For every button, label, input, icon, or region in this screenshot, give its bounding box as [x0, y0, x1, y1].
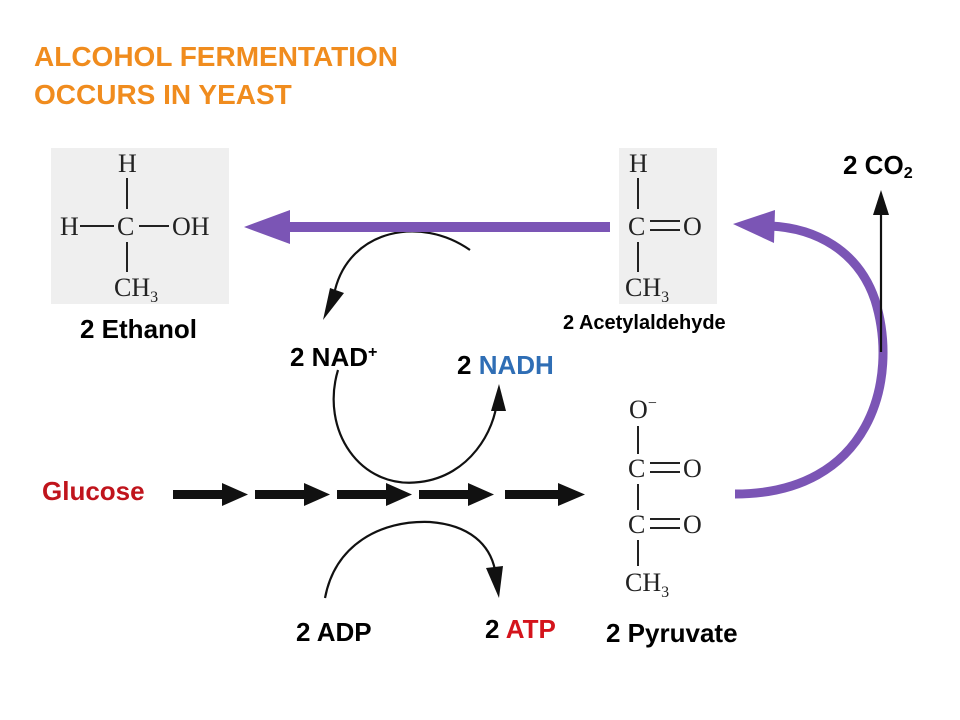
- nad-arrowhead: [323, 288, 344, 320]
- atp-label: 2 ATP: [485, 614, 556, 644]
- nadh-label: 2 NADH: [457, 350, 554, 380]
- co2-release-arrow: [873, 190, 889, 352]
- acetylaldehyde-label: 2 Acetylaldehyde: [563, 312, 726, 334]
- pyruvate-oxide: O−: [629, 395, 657, 424]
- pyruvate-methyl: CH3: [625, 568, 669, 601]
- ethanol-label: 2 Ethanol: [80, 314, 198, 344]
- glucose-arrow-chain: [173, 483, 585, 506]
- ethanol-oh: OH: [172, 212, 210, 241]
- glucose-arrow-2: [255, 483, 330, 506]
- ethanol-carbon: C: [117, 212, 134, 241]
- glucose-arrow-5: [505, 483, 585, 506]
- atp-arrowhead: [486, 566, 503, 598]
- ethanol-left-h: H: [60, 212, 79, 241]
- pyruvate-label: 2 Pyruvate: [606, 618, 738, 648]
- co2-label: 2 CO2: [843, 150, 913, 182]
- acetylaldehyde-to-ethanol-arrow: [244, 210, 610, 244]
- nad-nadh-cycle: [323, 230, 506, 484]
- acetylaldehyde-methyl: CH3: [625, 273, 669, 306]
- pyruvate-oxygen-2: O: [683, 510, 702, 539]
- pyruvate-to-acetylaldehyde-arrow: [733, 210, 888, 499]
- adp-label: 2 ADP: [296, 617, 372, 647]
- pyruvate-oxygen-1: O: [683, 454, 702, 483]
- page-title: ALCOHOL FERMENTATION OCCURS IN YEAST: [34, 38, 398, 114]
- glucose-arrow-1: [173, 483, 248, 506]
- acetylaldehyde-oxygen: O: [683, 212, 702, 241]
- title-line-2: OCCURS IN YEAST: [34, 79, 292, 110]
- pyruvate-structure: O− C O C O CH3: [625, 395, 702, 601]
- nadh-arrowhead: [491, 384, 506, 411]
- glucose-arrow-3: [337, 483, 412, 506]
- nad-label: 2 NAD+: [290, 342, 378, 372]
- ethanol-methyl: CH3: [114, 273, 158, 306]
- nadh-to-nad-arc: [333, 230, 471, 291]
- adp-to-atp-curve: [323, 520, 497, 599]
- adp-atp-arc: [323, 520, 503, 599]
- title-line-1: ALCOHOL FERMENTATION: [34, 41, 398, 72]
- ethanol-structure: H H C OH CH3: [60, 149, 210, 306]
- pyruvate-carbon-1: C: [628, 454, 645, 483]
- nad-to-nadh-arc: [332, 369, 499, 484]
- acetylaldehyde-structure-box: [619, 148, 717, 304]
- acetylaldehyde-top-h: H: [629, 149, 648, 178]
- ethanol-top-h: H: [118, 149, 137, 178]
- glucose-arrow-4: [419, 483, 494, 506]
- acetylaldehyde-structure: H C O CH3: [625, 149, 702, 306]
- glucose-label: Glucose: [42, 476, 145, 506]
- pyruvate-carbon-2: C: [628, 510, 645, 539]
- acetylaldehyde-carbon: C: [628, 212, 645, 241]
